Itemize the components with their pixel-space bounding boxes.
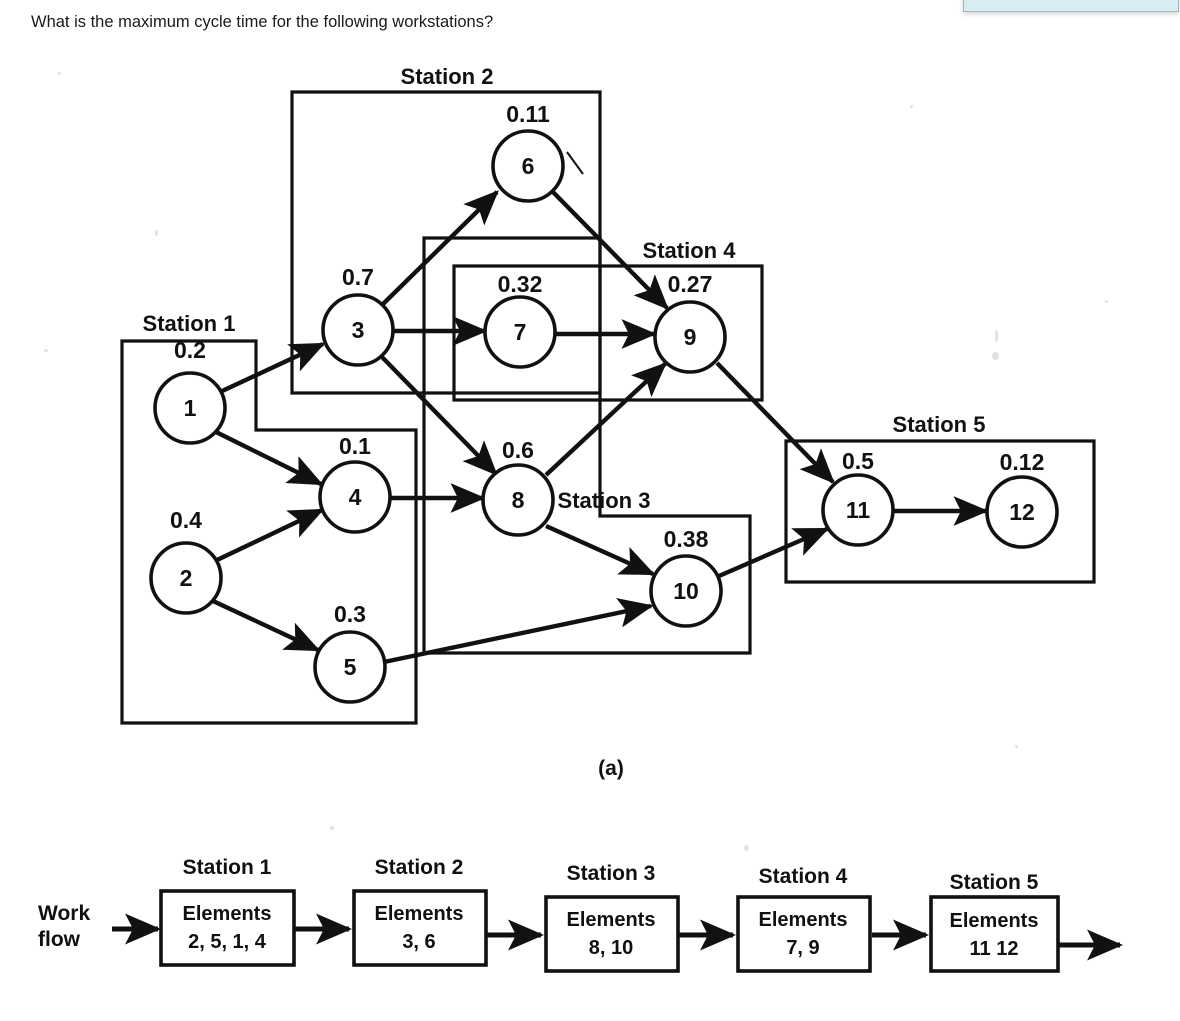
node-12-label: 12: [1009, 499, 1035, 525]
node-4-time: 0.1: [339, 433, 371, 459]
scan-speck: [44, 349, 48, 352]
node-11-label: 11: [846, 497, 871, 523]
edge-1-3: [219, 342, 326, 394]
node-8-time: 0.6: [502, 437, 534, 463]
edge-8-10: [545, 523, 656, 577]
node-11-time: 0.5: [842, 448, 874, 474]
task-nodes: 1 0.2 2 0.4 3 0.7 4 0.1 5 0.3: [149, 101, 1059, 704]
workflow-diagram: Work flow Station 1 Elements 2, 5, 1, 4: [38, 856, 1124, 973]
workflow-station-1[interactable]: Station 1 Elements 2, 5, 1, 4: [159, 856, 296, 967]
edge-3-6: [380, 190, 499, 307]
node-12[interactable]: 12 0.12: [985, 449, 1059, 549]
edge-8-9: [544, 362, 667, 477]
node-9-time: 0.27: [668, 271, 713, 297]
edge-9-11: [715, 361, 835, 484]
scan-speck: [910, 105, 913, 108]
edge-10-11: [718, 526, 830, 579]
workflow-station-1-title: Station 1: [183, 856, 272, 879]
workflow-station-5[interactable]: Station 5 Elements 11 12: [929, 871, 1060, 973]
node-8[interactable]: 8 0.6: [481, 437, 555, 537]
node-7-label: 7: [514, 319, 527, 345]
node-10-label: 10: [673, 578, 699, 604]
node-1-label: 1: [184, 395, 197, 421]
node-12-time: 0.12: [1000, 449, 1045, 475]
scan-speck: [155, 230, 158, 236]
workflow-connectors: [112, 913, 1124, 961]
station-4-label: Station 4: [643, 238, 737, 263]
node-7[interactable]: 7 0.32: [483, 271, 557, 369]
node-6[interactable]: 6 0.11: [491, 101, 565, 203]
scan-speck: [992, 352, 999, 360]
workflow-station-3[interactable]: Station 3 Elements 8, 10: [544, 862, 680, 973]
station-2-label: Station 2: [401, 64, 494, 89]
partial-top-tab[interactable]: [963, 0, 1179, 12]
node-2[interactable]: 2 0.4: [149, 507, 223, 615]
node-5-label: 5: [344, 654, 357, 680]
scan-speck: [1015, 745, 1018, 748]
station-5-label: Station 5: [893, 412, 986, 437]
node-3-time: 0.7: [342, 264, 374, 290]
node-10-time: 0.38: [664, 526, 709, 552]
node-9[interactable]: 9 0.27: [653, 271, 727, 374]
precedence-edges: [212, 190, 989, 665]
workflow-station-1-line1: Elements: [183, 903, 272, 925]
workflow-station-2-line2: 3, 6: [402, 931, 435, 953]
node-9-label: 9: [684, 324, 697, 350]
workflow-station-5-line1: Elements: [950, 910, 1039, 932]
node-8-label: 8: [512, 487, 525, 513]
node-4-label: 4: [349, 484, 362, 510]
workflow-station-4[interactable]: Station 4 Elements 7, 9: [736, 865, 872, 973]
scan-speck: [1105, 300, 1108, 303]
scan-artifact-tick: [566, 151, 584, 175]
station-3-label: Station 3: [558, 488, 651, 513]
workflow-station-5-line2: 11 12: [970, 938, 1019, 960]
edge-3-8: [379, 354, 498, 476]
workflow-station-3-title: Station 3: [567, 862, 656, 885]
scan-speck: [995, 330, 998, 342]
node-5[interactable]: 5 0.3: [313, 601, 387, 704]
workflow-station-4-title: Station 4: [759, 865, 848, 888]
node-2-time: 0.4: [170, 507, 202, 533]
node-3[interactable]: 3 0.7: [321, 264, 395, 367]
node-4[interactable]: 4 0.1: [318, 433, 392, 534]
edge-5-10: [383, 598, 654, 665]
node-1-time: 0.2: [174, 337, 206, 363]
edge-2-5: [212, 599, 321, 652]
station-1-boundary: [120, 339, 418, 725]
node-1[interactable]: 1 0.2: [153, 337, 227, 445]
node-6-label: 6: [522, 153, 535, 179]
node-10[interactable]: 10 0.38: [649, 526, 723, 628]
node-2-label: 2: [180, 565, 193, 591]
work-flow-label-line1: Work: [38, 902, 90, 925]
workflow-station-5-title: Station 5: [950, 871, 1039, 894]
node-3-label: 3: [352, 317, 365, 343]
workflow-station-4-line1: Elements: [759, 909, 848, 931]
workflow-station-3-line1: Elements: [567, 909, 656, 931]
scan-speck: [330, 826, 334, 830]
edge-2-4: [216, 508, 325, 562]
scan-speck: [58, 72, 61, 75]
station-1-label: Station 1: [143, 311, 236, 336]
node-7-time: 0.32: [498, 271, 543, 297]
station-boundary-labels: Station 1 Station 2 Station 3 Station 4 …: [143, 64, 986, 513]
workflow-station-1-line2: 2, 5, 1, 4: [188, 931, 267, 953]
figure-caption: (a): [598, 757, 624, 780]
workflow-station-4-line2: 7, 9: [786, 937, 819, 959]
workflow-station-2-line1: Elements: [375, 903, 464, 925]
station-4-boundary: [452, 264, 764, 402]
workflow-station-2-title: Station 2: [375, 856, 464, 879]
edge-6-9: [551, 190, 669, 310]
edge-1-4: [215, 430, 324, 486]
node-5-time: 0.3: [334, 601, 366, 627]
workflow-station-3-line2: 8, 10: [589, 937, 633, 959]
station-5-boundary: [784, 439, 1096, 584]
scan-speck: [744, 845, 749, 851]
work-flow-label-line2: flow: [38, 928, 81, 951]
question-text: What is the maximum cycle time for the f…: [31, 13, 494, 31]
node-6-time: 0.11: [506, 101, 550, 127]
workflow-station-2[interactable]: Station 2 Elements 3, 6: [352, 856, 488, 967]
node-11[interactable]: 11 0.5: [821, 448, 895, 547]
